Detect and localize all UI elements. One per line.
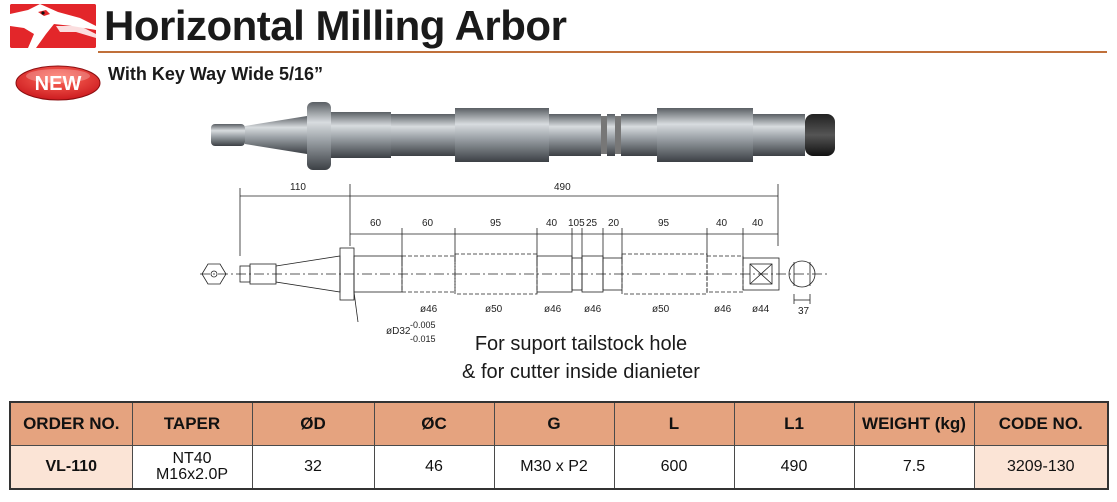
- cell-l: 600: [613, 444, 735, 490]
- dim-seg-5: 105: [568, 218, 585, 229]
- dim-seg-1: 60: [370, 218, 382, 229]
- dim-110: 110: [290, 182, 306, 193]
- col-d: ØD: [251, 401, 375, 446]
- cell-d: 32: [251, 444, 375, 490]
- dia-1: ø46: [420, 304, 438, 315]
- dim-seg-7: 20: [608, 218, 620, 229]
- tolerance-upper: -0.005: [410, 320, 436, 330]
- table-header-row: ORDER NO. TAPER ØD ØC G L L1 WEIGHT (kg)…: [9, 401, 1109, 446]
- technical-drawing: 110 490 60 60 95 40 105 25 20 95 40 40 ø…: [190, 176, 850, 352]
- dim-seg-9: 40: [716, 218, 728, 229]
- note-line-1: For suport tailstock hole: [474, 333, 688, 355]
- col-code-no: CODE NO.: [973, 401, 1109, 446]
- subtitle: With Key Way Wide 5/16”: [108, 64, 324, 84]
- dia-6: ø46: [714, 304, 732, 315]
- tolerance-lower: -0.015: [410, 334, 436, 344]
- tailstock-note: For suport tailstock hole & for cutter i…: [436, 330, 726, 386]
- dim-seg-6: 25: [586, 218, 598, 229]
- cell-taper: NT40 M16x2.0P: [131, 444, 253, 490]
- dim-seg-8: 95: [658, 218, 670, 229]
- od-label: øD32: [386, 326, 411, 337]
- dim-seg-4: 40: [546, 218, 558, 229]
- arbor-photo: [205, 100, 845, 174]
- cell-taper-line-1: NT40: [172, 449, 212, 467]
- col-l: L: [613, 401, 735, 446]
- cell-order-no: VL-110: [9, 444, 133, 490]
- col-c: ØC: [373, 401, 495, 446]
- cell-taper-line-2: M16x2.0P: [155, 465, 229, 483]
- dim-seg-3: 95: [490, 218, 502, 229]
- dim-seg-2: 60: [422, 218, 434, 229]
- spec-table: ORDER NO. TAPER ØD ØC G L L1 WEIGHT (kg)…: [9, 401, 1109, 490]
- dia-7: ø44: [752, 304, 770, 315]
- new-badge: NEW: [14, 64, 102, 102]
- cell-weight: 7.5: [853, 444, 975, 490]
- col-taper: TAPER: [131, 401, 253, 446]
- cell-c: 46: [373, 444, 495, 490]
- cell-l1: 490: [733, 444, 855, 490]
- col-weight: WEIGHT (kg): [853, 401, 975, 446]
- dia-4: ø46: [584, 304, 602, 315]
- dim-seg-10: 40: [752, 218, 764, 229]
- end-dim: 37: [798, 306, 810, 317]
- table-row: VL-110 NT40 M16x2.0P 32 46 M30 x P2 600 …: [9, 444, 1109, 490]
- page-title: Horizontal Milling Arbor: [104, 2, 567, 49]
- cell-code-no: 3209-130: [973, 444, 1109, 490]
- new-badge-label: NEW: [35, 73, 82, 95]
- col-g: G: [493, 401, 615, 446]
- note-line-2: & for cutter inside dianieter: [462, 361, 700, 383]
- eagle-logo-icon: [10, 4, 96, 48]
- dia-2: ø50: [485, 304, 503, 315]
- col-l1: L1: [733, 401, 855, 446]
- dia-5: ø50: [652, 304, 670, 315]
- cell-g: M30 x P2: [493, 444, 615, 490]
- dim-490: 490: [554, 182, 571, 193]
- col-order-no: ORDER NO.: [9, 401, 133, 446]
- dia-3: ø46: [544, 304, 562, 315]
- title-divider: [98, 51, 1107, 53]
